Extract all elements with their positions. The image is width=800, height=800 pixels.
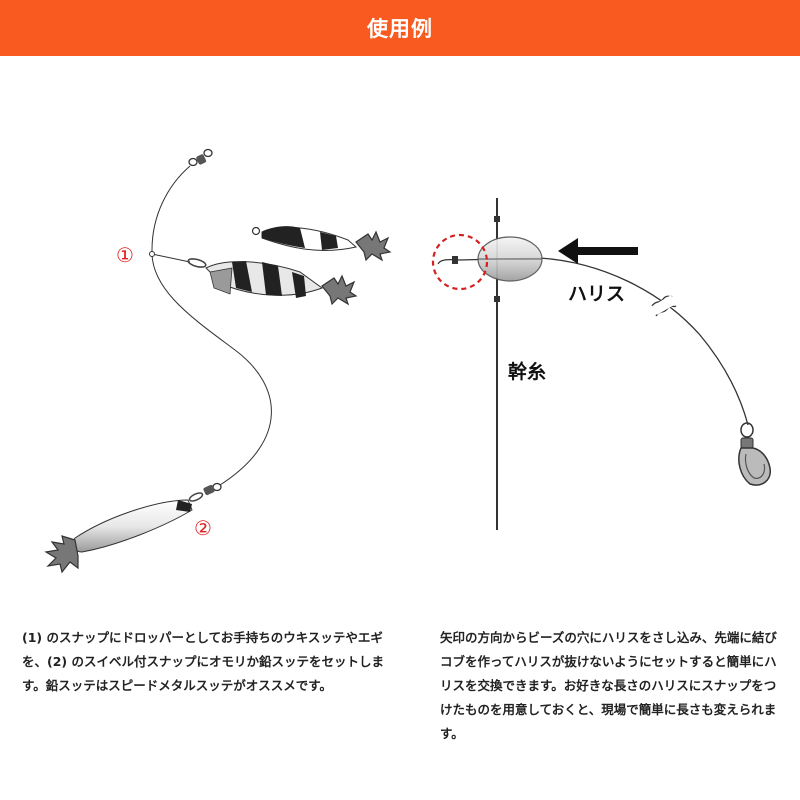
dropper-snap-icon bbox=[187, 258, 207, 268]
line-break-icon bbox=[651, 295, 677, 317]
label-1: ① bbox=[116, 243, 134, 267]
dropper-branch-line bbox=[151, 253, 191, 263]
label-2: ② bbox=[194, 516, 212, 540]
right-bead-diagram: ハリス 幹糸 bbox=[431, 198, 771, 530]
page-title: 使用例 bbox=[367, 17, 433, 41]
float-sutte-icon bbox=[251, 226, 392, 262]
arrow-left-icon bbox=[558, 238, 638, 264]
dropper-egi-icon bbox=[205, 261, 358, 306]
sinker-icon bbox=[44, 499, 193, 574]
right-caption: 矢印の方向からビーズの穴にハリスをさし込み、先端に結びコブを作ってハリスが抜けな… bbox=[440, 630, 777, 741]
left-caption: (1) のスナップにドロッパーとしてお手持ちのウキスッテやエギを、(2) のスイ… bbox=[22, 630, 384, 693]
header-banner: 使用例 bbox=[0, 0, 800, 56]
main-line bbox=[151, 165, 272, 486]
snap-icon bbox=[738, 422, 771, 486]
bottom-swivel-icon bbox=[188, 482, 222, 502]
top-swivel-icon bbox=[188, 148, 213, 167]
mikiito-label: 幹糸 bbox=[508, 360, 546, 383]
knot-highlight-circle bbox=[431, 233, 489, 291]
harisu-label: ハリス bbox=[568, 283, 625, 305]
left-rig-diagram: ① ② bbox=[44, 148, 392, 574]
harisu-line bbox=[437, 257, 749, 426]
